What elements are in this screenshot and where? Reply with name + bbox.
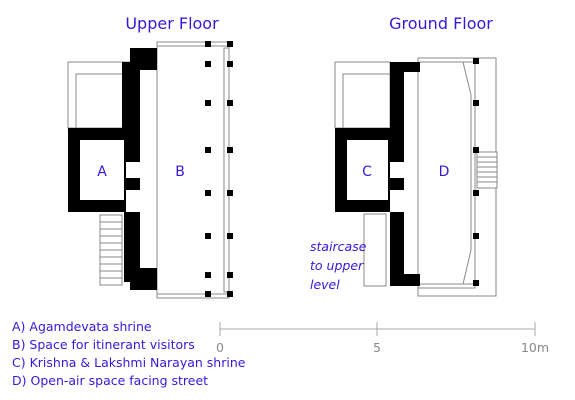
legend-item-b: B) Space for itinerant visitors (12, 337, 195, 352)
ground-side-steps (476, 151, 498, 189)
staircase-note-line-3: level (310, 277, 340, 292)
legend-item-d: D) Open-air space facing street (12, 373, 208, 388)
upper-terrace-outline (67, 61, 131, 129)
upper-floor-title: Upper Floor (125, 14, 219, 33)
ground-floor-title: Ground Floor (389, 14, 493, 33)
upper-floor-plan: Upper Floor A B (67, 14, 233, 299)
scale-label-10m: 10m (521, 340, 549, 355)
ground-lower-wall (390, 212, 420, 286)
ground-courtyard-inner-outline (342, 73, 391, 129)
staircase-note-line-1: staircase (310, 239, 367, 254)
upper-staircase (99, 214, 123, 286)
scale-label-0: 0 (216, 340, 224, 355)
upper-hall-outline (156, 41, 230, 299)
room-label-c: C (362, 164, 372, 180)
scale-label-5: 5 (373, 340, 381, 355)
legend-item-c: C) Krishna & Lakshmi Narayan shrine (12, 355, 246, 370)
upper-lower-wall (124, 212, 157, 290)
room-label-a: A (97, 164, 107, 180)
ground-main-wall (390, 62, 420, 150)
room-label-b: B (175, 164, 185, 180)
staircase-note-line-2: to upper (310, 258, 364, 273)
ground-pillars (473, 58, 479, 286)
upper-balcony-railing (223, 47, 230, 293)
upper-pillars (205, 41, 233, 297)
upper-main-wall (122, 48, 157, 150)
upper-terrace-inner-outline (75, 73, 131, 129)
scale-bar (219, 322, 536, 336)
legend: A) Agamdevata shrine B) Space for itiner… (12, 319, 246, 388)
ground-floor-plan: Ground Floor C D staircase to upper leve… (310, 14, 498, 297)
ground-stair-outline (363, 213, 387, 287)
legend-item-a: A) Agamdevata shrine (12, 319, 152, 334)
upper-shrine-wall (68, 128, 140, 212)
ground-railing (462, 61, 472, 285)
room-label-d: D (439, 164, 450, 180)
